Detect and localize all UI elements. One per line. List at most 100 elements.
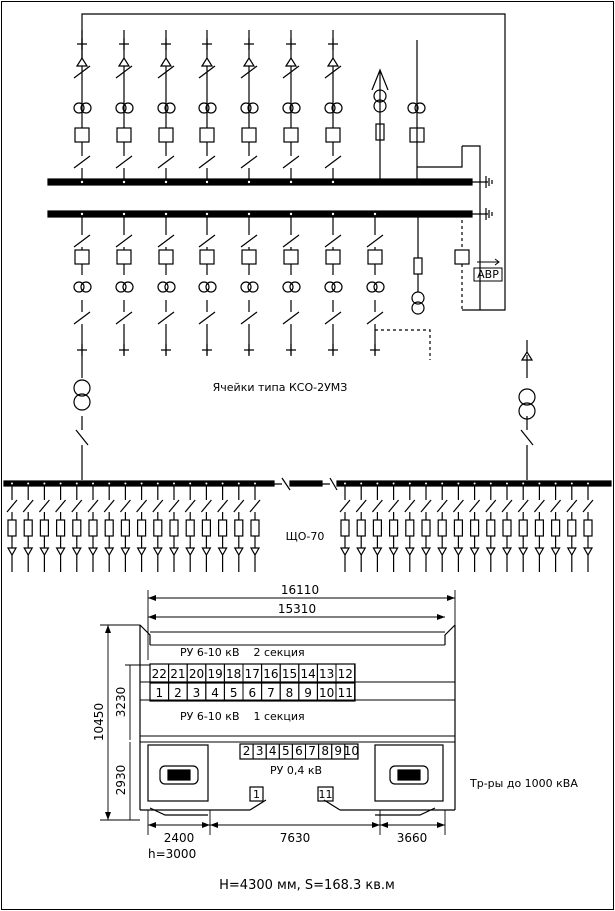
section2-label: 15 (282, 667, 297, 681)
ct-icon (157, 281, 169, 293)
transformer-plan-right-icon (389, 765, 429, 785)
ct-icon (247, 102, 259, 114)
section1-label: 9 (304, 686, 312, 700)
ct-icon (282, 102, 294, 114)
lv-label: 3 (256, 744, 264, 758)
lv-feeder-line (436, 486, 448, 572)
cable-icon (202, 38, 212, 50)
lv-fuse-icon (534, 519, 545, 537)
breaker-icon (241, 127, 257, 143)
lower-cell-line (282, 214, 300, 355)
lv-contact (58, 481, 63, 486)
section1-label: 10 (319, 686, 334, 700)
cable-icon (161, 38, 171, 50)
room-height-label: h=3000 (148, 847, 196, 861)
lv-door-cell-left (249, 786, 264, 802)
bus-contact (246, 179, 252, 185)
lv-label: 2 (243, 744, 251, 758)
lv-fuse-icon (88, 519, 98, 537)
lv-feeder-line (71, 486, 83, 572)
lv-feeder-line (55, 486, 67, 572)
cable-icon (244, 344, 254, 356)
breaker-icon (454, 249, 470, 265)
ct-icon (240, 281, 252, 293)
ct-icon (80, 281, 92, 293)
lv-fuse-icon (120, 519, 131, 537)
breaker-icon (74, 249, 90, 265)
ct-icon (157, 102, 169, 114)
lv-fuse-icon (23, 519, 33, 537)
lv-feeder-line (168, 486, 180, 572)
breaker-icon (74, 127, 90, 143)
ct-icon (407, 102, 419, 114)
lv-feeder-line (452, 486, 464, 572)
lv-feeder-line (533, 486, 545, 572)
lv-fuse-icon (218, 519, 228, 537)
lv-feeder-line (501, 486, 513, 572)
schematic (3, 13, 612, 572)
door-cell-right: 11 (319, 788, 333, 801)
ct-icon (73, 102, 85, 114)
breaker-icon (116, 249, 132, 265)
lv-feeder-line (420, 486, 432, 572)
lv-contact (171, 481, 177, 486)
dim-tr-depth: 2930 (114, 765, 128, 796)
tr-right-link (520, 355, 534, 480)
fuse-icon (413, 257, 423, 275)
lv-fuse-icon (250, 519, 260, 537)
breaker-icon (325, 127, 341, 143)
section2-label: 18 (226, 667, 241, 681)
section1-cell (335, 682, 356, 702)
fuse-icon (375, 123, 385, 141)
lv-contact (204, 481, 209, 486)
lv-feeder-line (200, 486, 212, 572)
lv-contact (9, 481, 15, 486)
lower-cell-line (73, 214, 91, 355)
section1-label: 7 (267, 686, 275, 700)
lv-feeder-line (38, 486, 50, 572)
lv-fuse-icon (583, 519, 593, 537)
lv-fuse-icon (137, 519, 147, 537)
lv-contact (537, 481, 542, 486)
vt-line (371, 68, 389, 180)
section2-label: 21 (170, 667, 185, 681)
lv-contact (236, 481, 241, 486)
lv-feeder-line (550, 486, 562, 572)
plan-top-walls (139, 624, 456, 645)
bus-contact (372, 211, 378, 217)
vt-icon (411, 301, 425, 315)
ct-icon (205, 281, 217, 293)
lv-contact (488, 481, 493, 486)
breaker-icon (241, 249, 257, 265)
lv-fuse-icon (169, 519, 179, 537)
section1-label: 1 (155, 686, 163, 700)
lv-feeder-line (6, 486, 18, 572)
lv-feeder-line (233, 486, 245, 572)
lv-contact (585, 481, 591, 486)
lv-contact (504, 481, 510, 486)
section1-label: 11 (338, 686, 353, 700)
ct-icon (240, 102, 252, 114)
dim-arrows (105, 595, 455, 828)
ct-icon (80, 102, 92, 114)
tr-room-left (147, 744, 209, 802)
lv-contact (155, 481, 160, 486)
breaker-icon (325, 249, 341, 265)
lv-fuse-icon (453, 519, 463, 537)
lv-fuse-icon (153, 519, 163, 537)
dim-total-depth-line (100, 624, 140, 821)
shield-label: ЩО-70 (286, 530, 325, 543)
section1-label: 6 (248, 686, 256, 700)
lv-feeder-line (355, 486, 367, 572)
lv-fuse-icon (234, 519, 244, 537)
cable-icon (328, 344, 338, 356)
lv-feeder-line (217, 486, 229, 572)
lv-contact (391, 481, 396, 486)
bus-contact (204, 211, 210, 217)
ct-icon (331, 281, 343, 293)
lv-contact (342, 481, 348, 486)
lv-fuse-icon (567, 519, 577, 537)
